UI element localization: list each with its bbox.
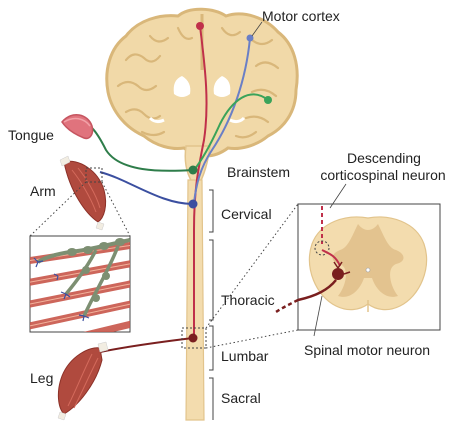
arm-muscle <box>60 156 106 230</box>
label-thoracic: Thoracic <box>221 292 275 308</box>
leg-muscle <box>58 342 108 420</box>
cortex-neuron-green <box>264 96 272 104</box>
arm-motor-neuron <box>100 172 193 204</box>
label-brainstem: Brainstem <box>227 164 290 180</box>
label-tongue: Tongue <box>8 127 54 143</box>
lumbar-motor-neuron <box>189 334 198 343</box>
label-leg: Leg <box>30 370 53 386</box>
label-cervical: Cervical <box>221 206 272 222</box>
brainstem-nucleus <box>189 166 198 175</box>
bracket-lumbar <box>209 326 213 370</box>
bracket-thoracic <box>209 240 213 320</box>
arm-muscle-inset <box>20 236 140 346</box>
label-arm: Arm <box>30 183 56 199</box>
spinal-motor-neuron-soma <box>332 268 344 280</box>
label-motor-cortex: Motor cortex <box>262 8 340 24</box>
label-lumbar: Lumbar <box>221 348 268 364</box>
brain <box>107 9 297 156</box>
cervical-motor-neuron <box>189 200 198 209</box>
bracket-cervical <box>209 190 213 232</box>
leg-motor-neuron <box>100 338 193 352</box>
label-spinal-motor-neuron: Spinal motor neuron <box>304 342 430 358</box>
label-sacral: Sacral <box>221 390 261 406</box>
spinal-cross-section-inset <box>276 204 440 330</box>
label-descending-line1: Descending <box>320 150 448 166</box>
region-brackets <box>209 190 213 420</box>
label-descending-line2: corticospinal neuron <box>300 167 466 183</box>
cortex-neuron-red <box>196 22 204 30</box>
bracket-sacral <box>209 378 213 420</box>
